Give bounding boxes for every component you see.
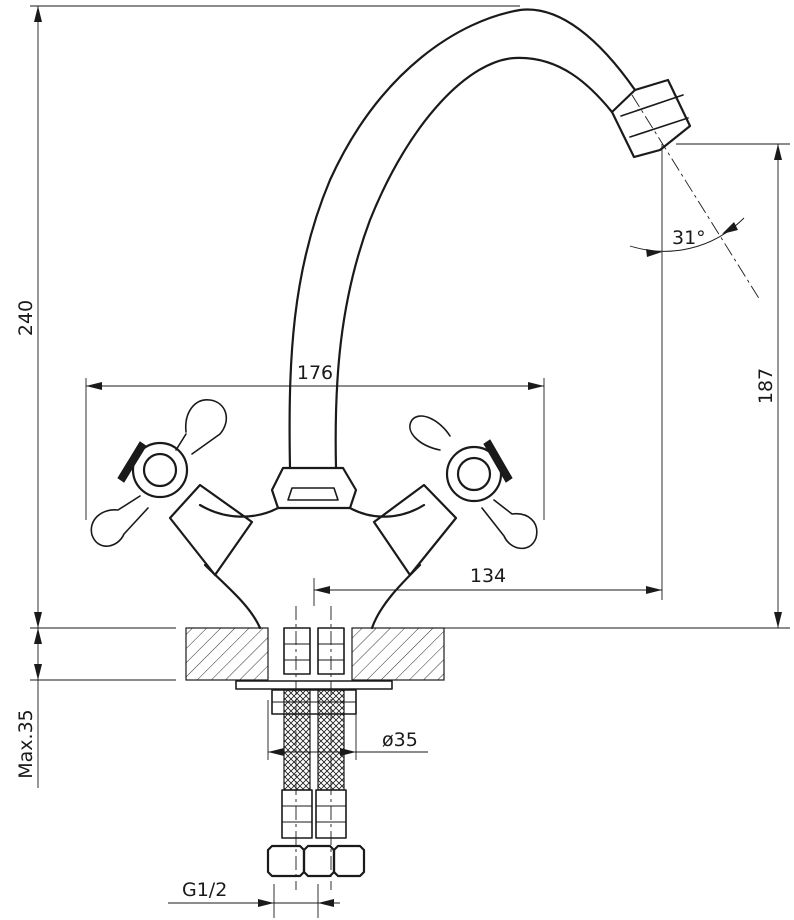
left-valve [90, 399, 254, 577]
dimension-thread-label: G1/2 [182, 879, 227, 901]
dimension-spray-angle-label: 31° [672, 227, 706, 249]
right-cross-handle [409, 415, 538, 550]
flex-hoses [266, 606, 366, 890]
spout [288, 8, 761, 470]
dimension-hole-diameter-label: ø35 [382, 729, 418, 751]
dimension-total-height-label: 240 [15, 300, 37, 336]
dimension-spout-reach-label: 134 [470, 565, 506, 587]
right-valve [372, 415, 538, 577]
dimension-counter-thickness: Max.35 [15, 628, 42, 788]
dimension-spout-reach: 134 [313, 144, 663, 606]
dimension-hole-diameter: ø35 [267, 700, 428, 760]
hose-nuts [266, 844, 366, 878]
mounting-studs [235, 627, 393, 715]
left-cross-handle [90, 399, 228, 547]
aerator [610, 78, 692, 159]
dimension-total-height: 240 [15, 5, 520, 628]
dimension-counter-thickness-label: Max.35 [15, 709, 37, 779]
dimension-handles-span-label: 176 [297, 362, 333, 384]
dimension-thread: G1/2 [168, 879, 340, 918]
dimension-handles-span: 176 [85, 362, 545, 520]
dimension-spray-angle: 31° [629, 217, 745, 257]
dimension-spout-height: 187 [676, 143, 790, 628]
dimension-spout-height-label: 187 [755, 368, 777, 404]
countertop [30, 627, 790, 681]
